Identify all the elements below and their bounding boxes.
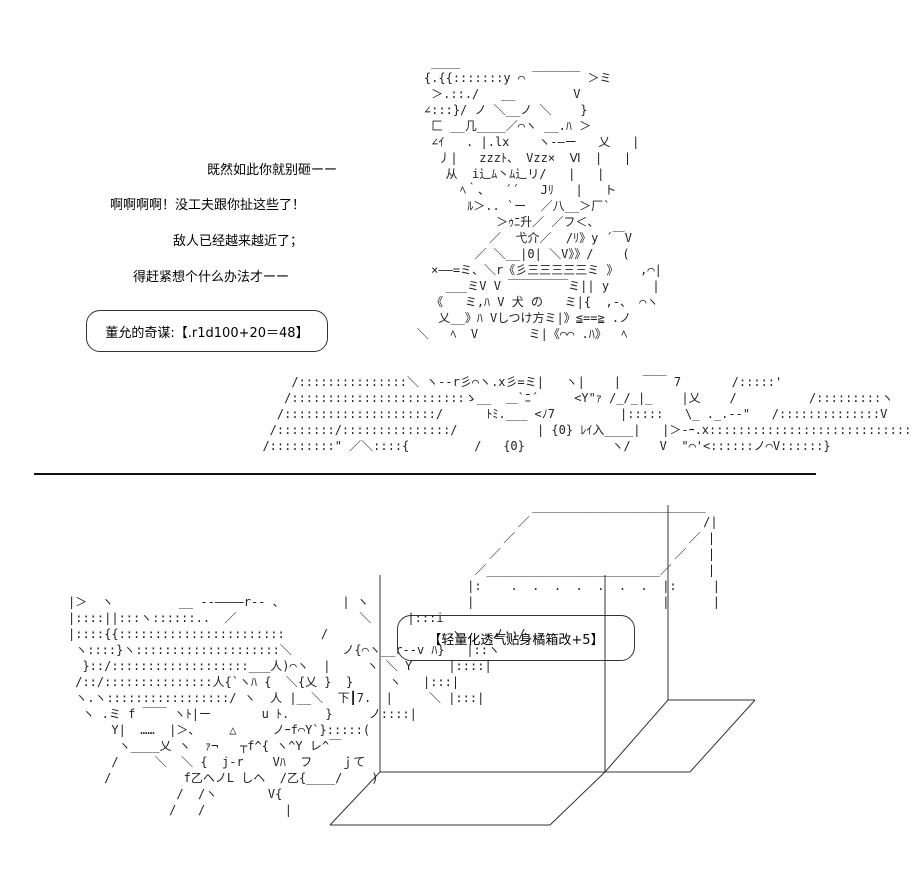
dice-roll-box: 董允的奇谋:【.r1d100+20＝48】 xyxy=(86,310,328,352)
floor-flap-right xyxy=(549,771,606,826)
character-ascii-art-top: ____ {.{{:::::::y ⌒ ￣￣￣￣ ＞ミ ＞.::./ __ V … xyxy=(416,55,662,341)
scene-divider xyxy=(34,473,816,475)
dice-roll-text: 董允的奇谋:【.r1d100+20＝48】 xyxy=(105,325,309,341)
character-ascii-art-bottom: |＞ ヽ __ -‐――――r-- 、 | ヽ |::::||:::ヽ:::::… xyxy=(68,595,526,817)
battlefield-ascii-art: /:::::::::::::::＼ ヽ--r彡⌒ヽ.x彡=ミ| ヽ| | ￣￣ … xyxy=(262,375,912,453)
narration-line-2: 啊啊啊啊！没工夫跟你扯这些了！ xyxy=(110,198,306,213)
narration-line-4: 得赶紧想个什么办法才ーー xyxy=(133,270,290,285)
narration-line-3: 敌人已经越来越近了； xyxy=(173,234,304,249)
item-name-box: 【轻量化透气贴身橘箱改+5】 xyxy=(397,615,635,661)
box-side-bottom-edge xyxy=(604,699,669,773)
flap-right-edge xyxy=(689,699,756,773)
item-name-text: 【轻量化透气贴身橘箱改+5】 xyxy=(428,632,604,648)
box-ascii-art: ________________________ ／ /| ／ ／ | ／ ／ … xyxy=(467,499,721,609)
narration-line-1: 既然如此你就别砸ーー xyxy=(207,163,338,178)
